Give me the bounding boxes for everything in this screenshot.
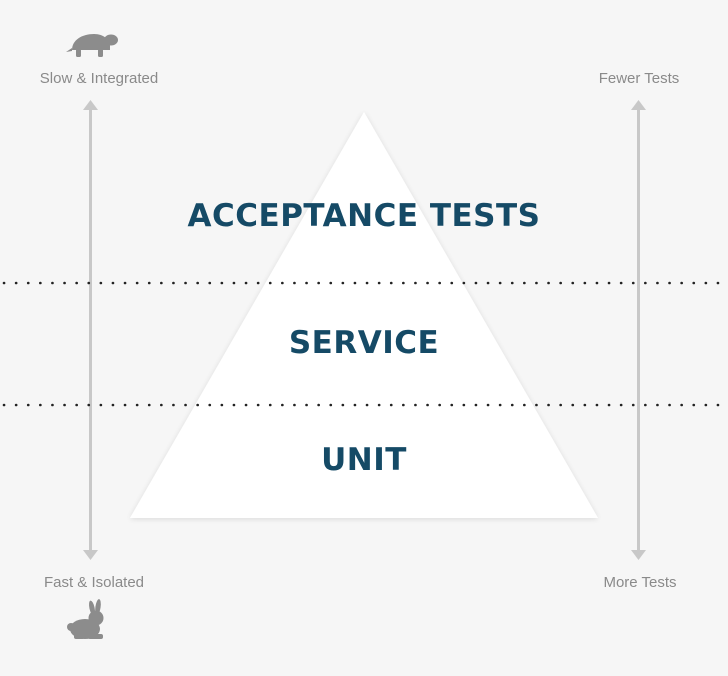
left-axis-arrow: [83, 100, 98, 560]
turtle-icon: [66, 34, 118, 57]
right-axis-arrow: [631, 100, 646, 560]
rabbit-icon: [67, 599, 104, 639]
right-bottom-label: More Tests: [603, 574, 677, 591]
layer-label-service: SERVICE: [288, 325, 440, 361]
layer-label-acceptance-tests: ACCEPTANCE TESTS: [187, 198, 541, 234]
left-top-label: Slow & Integrated: [39, 70, 159, 87]
pyramid-shape: [130, 112, 598, 518]
left-bottom-label: Fast & Isolated: [43, 574, 145, 591]
right-top-label: Fewer Tests: [598, 70, 680, 87]
layer-label-unit: UNIT: [321, 442, 407, 478]
